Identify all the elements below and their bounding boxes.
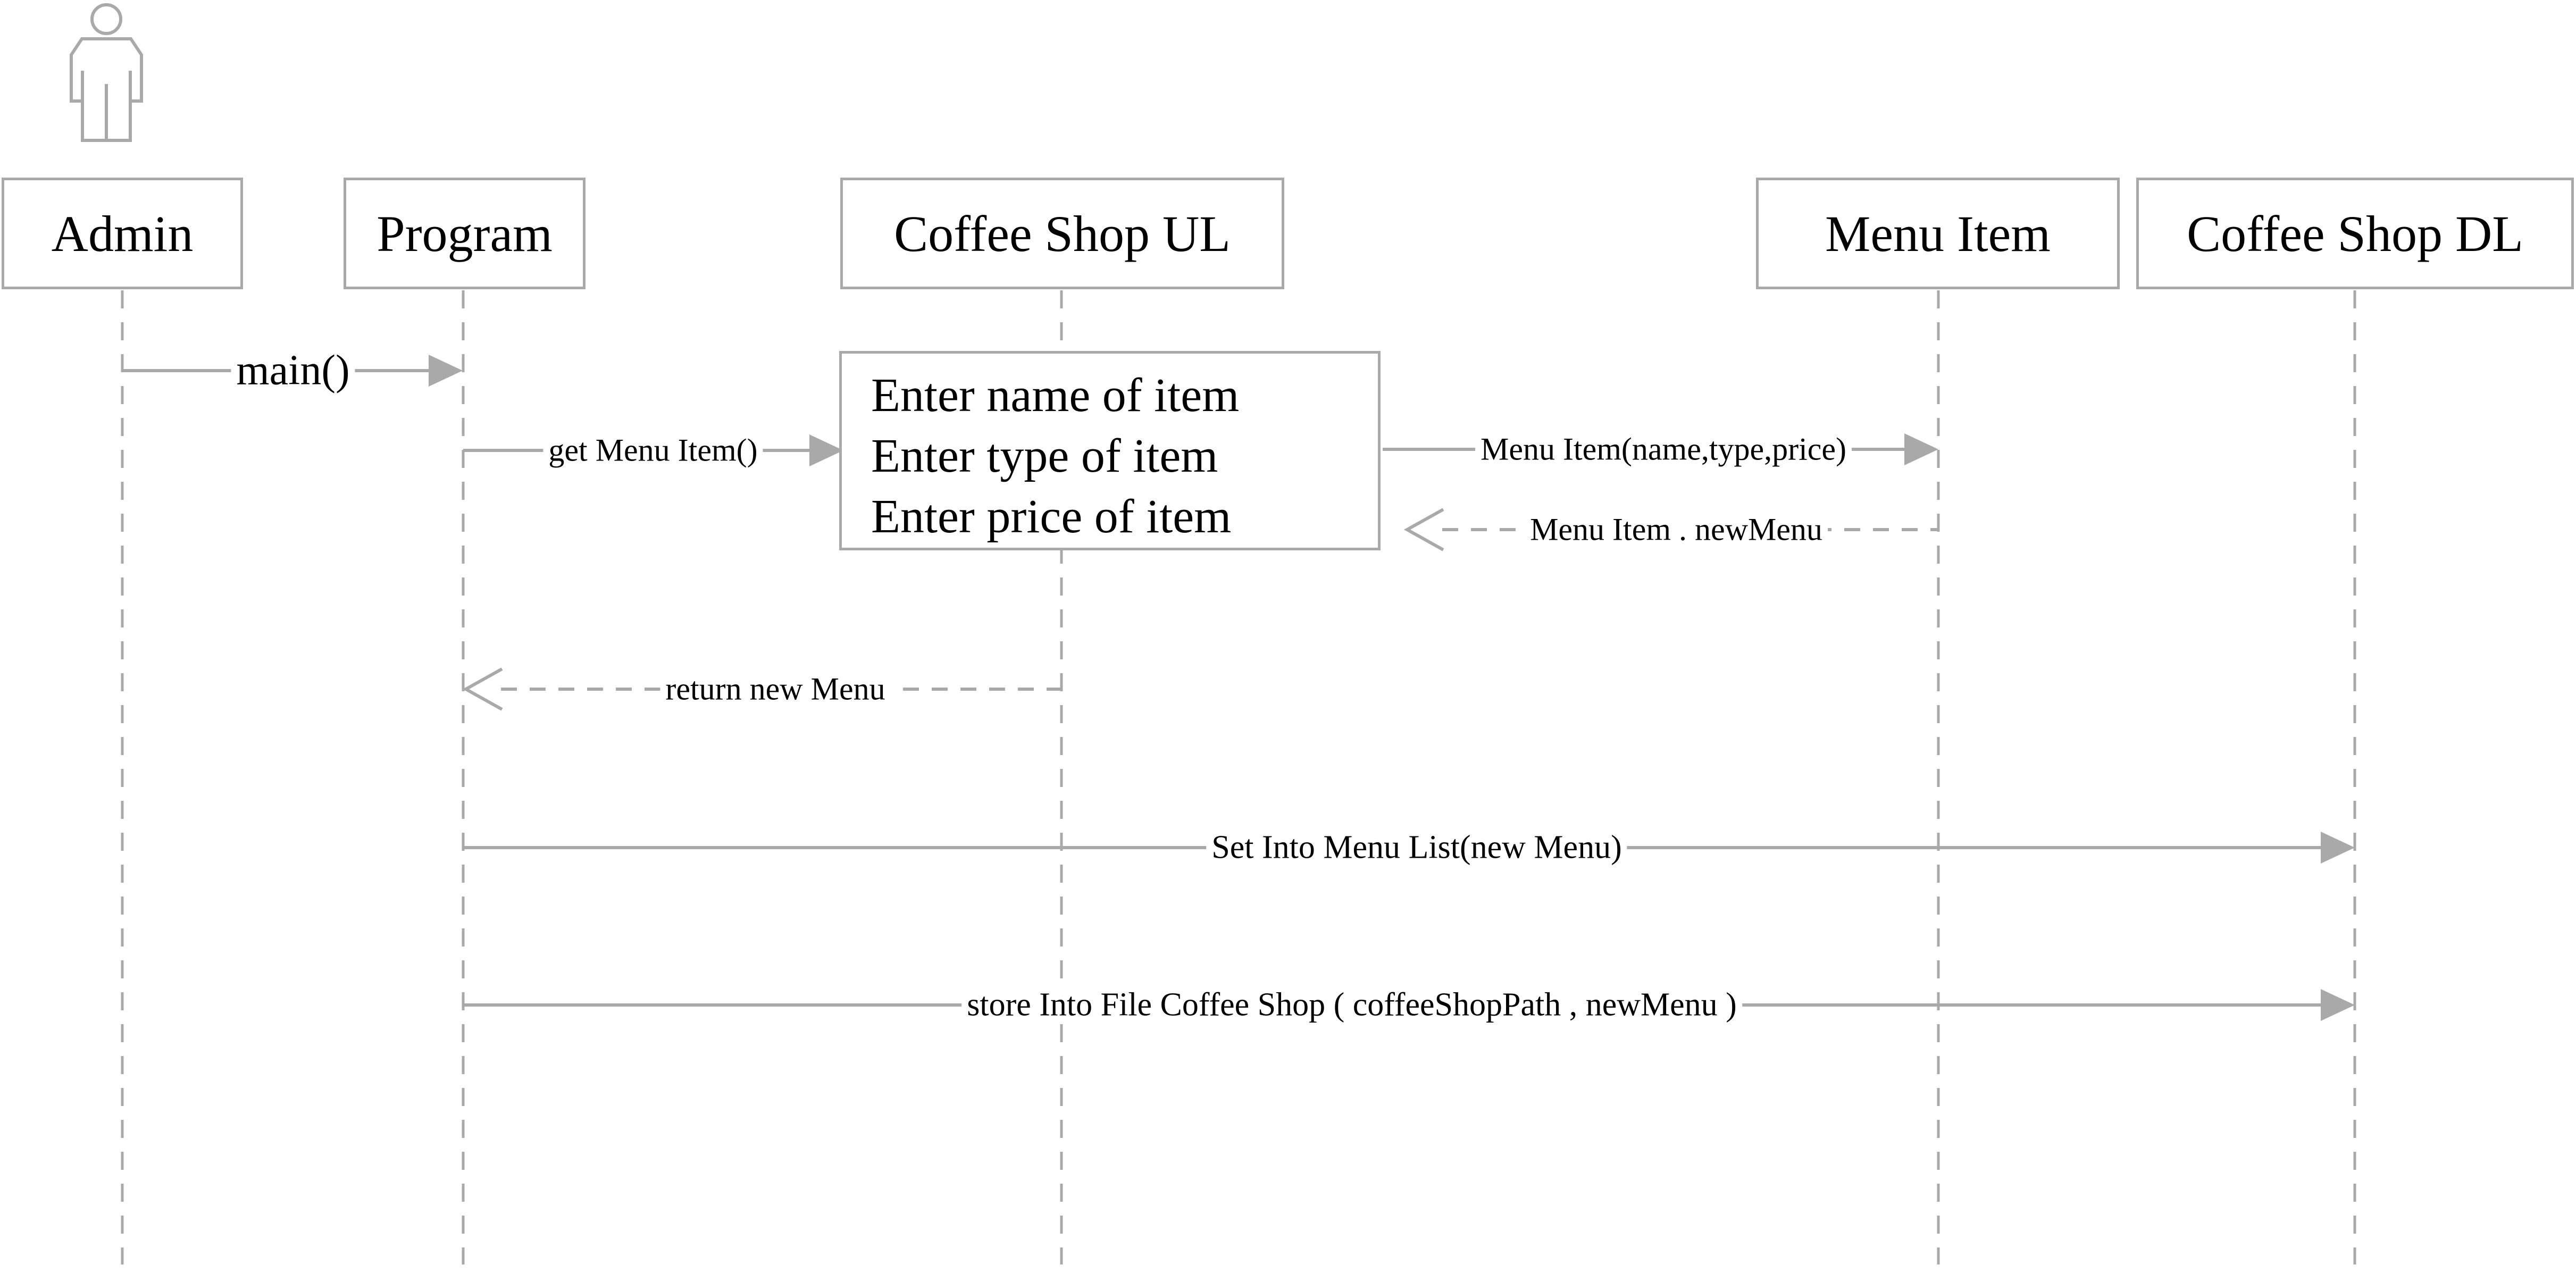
person-icon — [70, 3, 143, 142]
lifeline-header-program: Program — [344, 178, 586, 289]
lifeline-header-coffee-shop-ul: Coffee Shop UL — [840, 178, 1284, 289]
message-label-new-menu-return: Menu Item . newMenu — [1525, 511, 1828, 548]
message-label-get-menu-item: get Menu Item() — [543, 432, 763, 469]
message-label-return-new-menu: return new Menu — [660, 671, 891, 708]
arrowhead-filled — [2321, 832, 2355, 864]
lifeline-header-admin: Admin — [2, 178, 243, 289]
arrowhead-filled — [429, 355, 463, 387]
note-line: Enter type of item — [871, 430, 1218, 482]
message-label-main: main() — [231, 346, 355, 395]
message-line-new-menu-return — [1403, 508, 1938, 551]
arrowhead-filled — [2321, 989, 2355, 1021]
message-label-menu-item-ctor: Menu Item(name,type,price) — [1475, 431, 1852, 468]
arrowhead-open — [462, 667, 503, 711]
note-line: Enter price of item — [871, 490, 1232, 543]
lifeline-header-coffee-shop-dl: Coffee Shop DL — [2136, 178, 2574, 289]
arrowhead-filled — [809, 434, 843, 466]
arrowhead-open — [1403, 508, 1444, 551]
note-line: Enter name of item — [871, 369, 1240, 422]
note-box: Enter name of item Enter type of item En… — [839, 351, 1381, 550]
arrowhead-filled — [1904, 433, 1938, 465]
message-label-store-into-file: store Into File Coffee Shop ( coffeeShop… — [961, 986, 1742, 1024]
message-line-return-new-menu — [462, 667, 1061, 711]
message-label-set-into-menu-list: Set Into Menu List(new Menu) — [1206, 828, 1627, 867]
lifeline-header-menu-item: Menu Item — [1756, 178, 2120, 289]
